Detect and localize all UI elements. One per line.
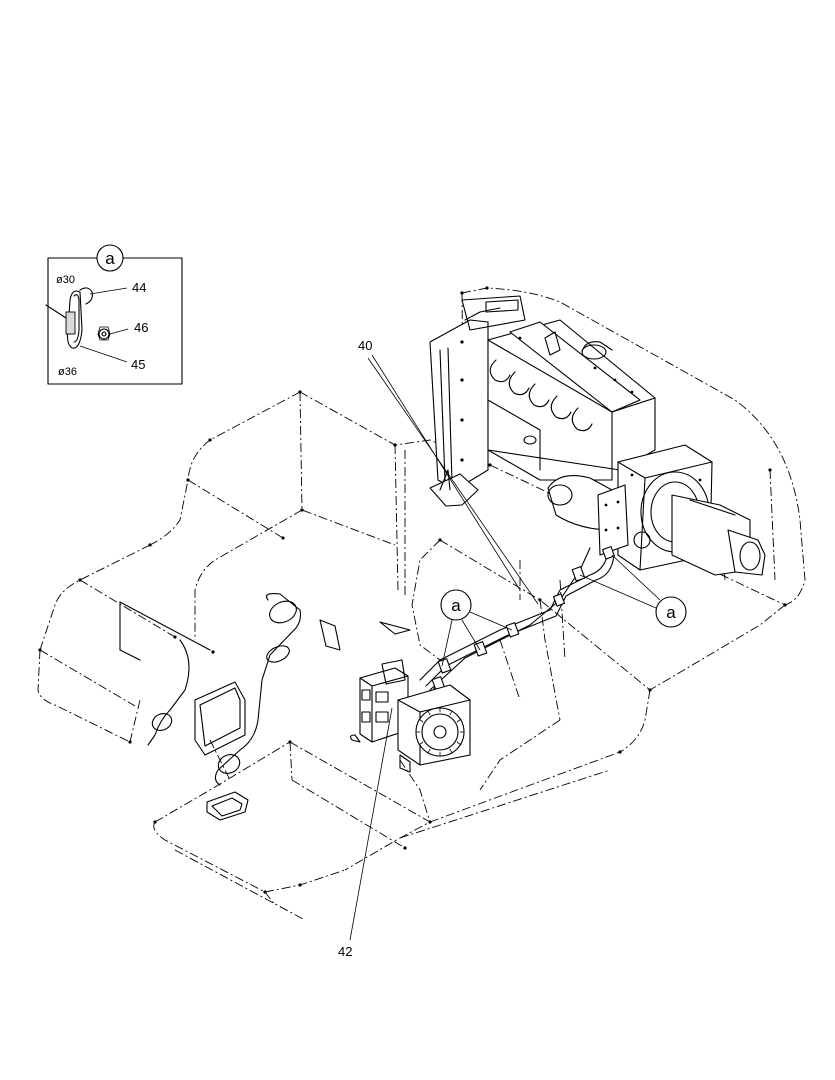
control-valve-unit <box>350 659 471 773</box>
phantom-vertices <box>38 286 787 894</box>
clamp-detail <box>45 287 111 349</box>
callout-42: 42 <box>338 944 352 959</box>
detail-bubble <box>96 244 124 272</box>
bubble-a-right <box>655 596 687 628</box>
bubble-a-left-letter: a <box>451 596 461 615</box>
callout-40: 40 <box>358 338 372 353</box>
counterweight-bracket <box>206 791 249 821</box>
callout-45: 45 <box>131 357 145 372</box>
phantom-machine-body <box>37 286 806 921</box>
pump-drive-housing <box>547 444 766 576</box>
radiator <box>429 295 526 507</box>
callout-44: 44 <box>132 280 146 295</box>
engine-block <box>487 319 656 481</box>
callout-46: 46 <box>134 320 148 335</box>
detail-inset-a: a ø30 ø36 44 46 45 <box>45 244 183 385</box>
swing-frame <box>119 593 411 786</box>
detail-dim-bottom: ø36 <box>58 366 77 378</box>
bubble-a-left <box>440 589 472 621</box>
detail-bubble-letter: a <box>105 249 115 268</box>
detail-dim-top: ø30 <box>56 274 75 286</box>
main-callouts: 40 42 a a <box>338 338 687 959</box>
bubble-a-right-letter: a <box>666 603 676 622</box>
gear-teeth <box>415 707 465 757</box>
